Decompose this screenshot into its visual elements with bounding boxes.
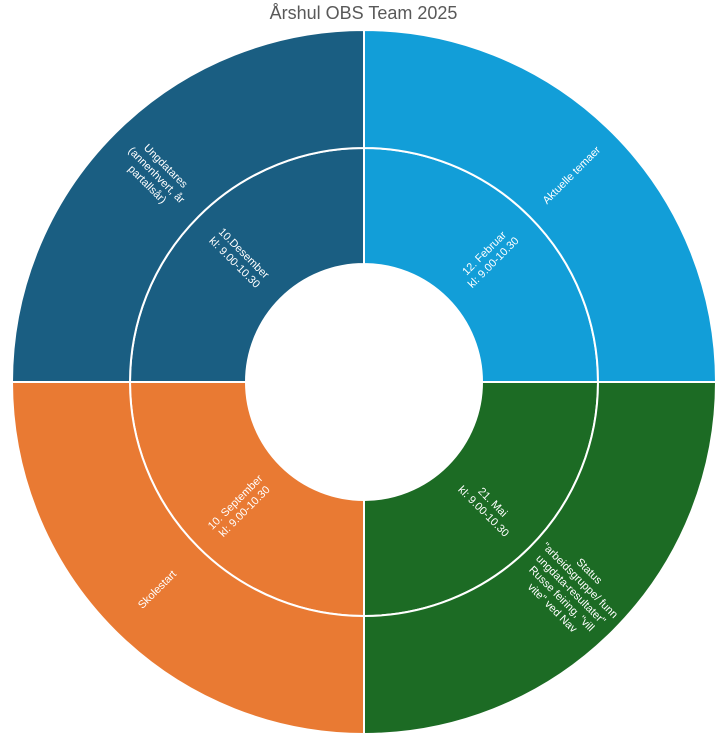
outer-ring-segment-2 [363,381,718,735]
chart-title: Årshul OBS Team 2025 [269,3,458,23]
outer-ring-segment-1 [363,28,718,383]
outer-ring-segment-3 [10,381,365,735]
outer-ring-segment-4 [10,28,365,383]
